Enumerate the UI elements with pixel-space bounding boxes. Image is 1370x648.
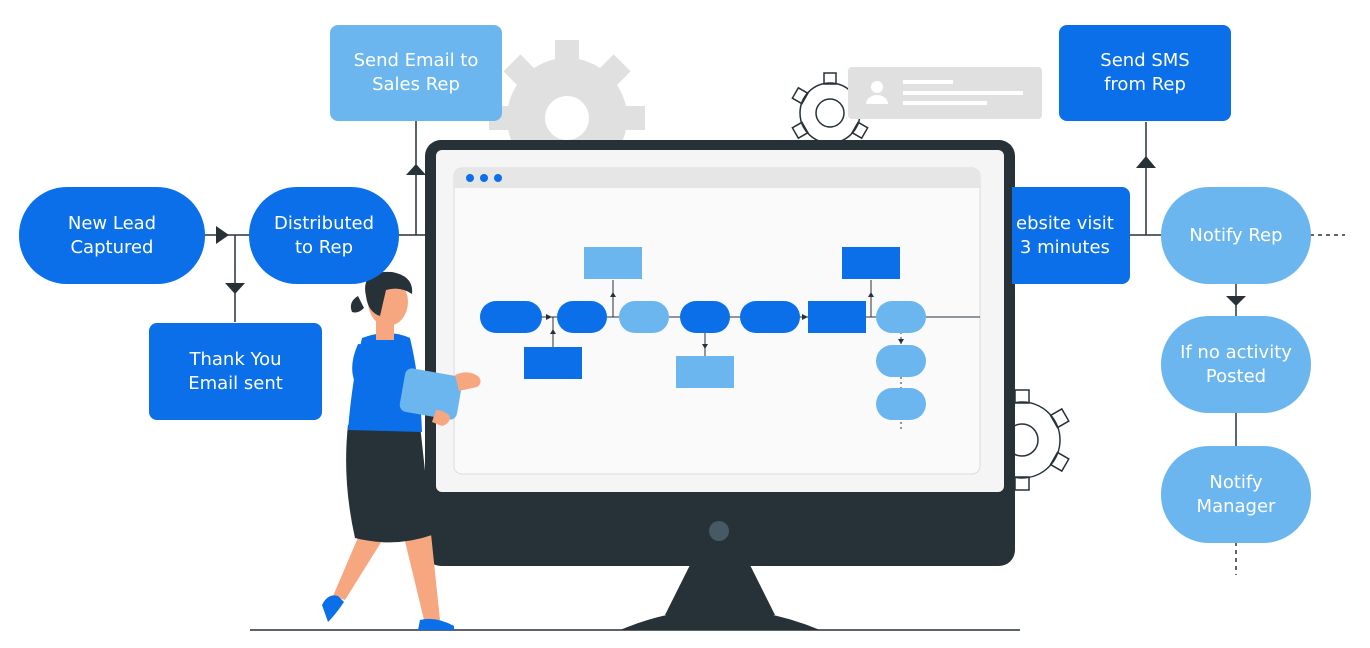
- node-distributed-to-rep: Distributed to Rep: [249, 187, 399, 284]
- node-send-sms: Send SMS from Rep: [1059, 25, 1231, 121]
- node-thank-you-email: Thank You Email sent: [149, 323, 322, 420]
- node-label: If no activity Posted: [1180, 341, 1292, 387]
- woman-illustration: [322, 271, 481, 630]
- node-label: Thank You Email sent: [188, 348, 283, 394]
- profile-card: [848, 67, 1042, 119]
- node-label: Distributed to Rep: [273, 212, 375, 258]
- node-notify-manager: Notify Manager: [1161, 446, 1311, 543]
- arrow-icon: [216, 156, 1246, 306]
- node-no-activity: If no activity Posted: [1161, 316, 1311, 413]
- node-label: Notify Manager: [1196, 471, 1276, 517]
- node-new-lead-captured: New Lead Captured: [19, 187, 205, 284]
- connector-lines: [204, 120, 1345, 575]
- node-label: Notify Rep: [1189, 224, 1283, 246]
- node-label: ebsite visit 3 minutes: [1016, 212, 1114, 258]
- mini-flow: [480, 247, 980, 430]
- node-label: Send Email to Sales Rep: [353, 50, 479, 95]
- node-label: New Lead Captured: [67, 212, 157, 258]
- node-notify-rep: Notify Rep: [1161, 187, 1311, 284]
- node-send-email-sales-rep: Send Email to Sales Rep: [330, 25, 502, 121]
- node-label: Send SMS from Rep: [1100, 50, 1190, 95]
- node-website-visit: ebsite visit 3 minutes: [1012, 187, 1130, 284]
